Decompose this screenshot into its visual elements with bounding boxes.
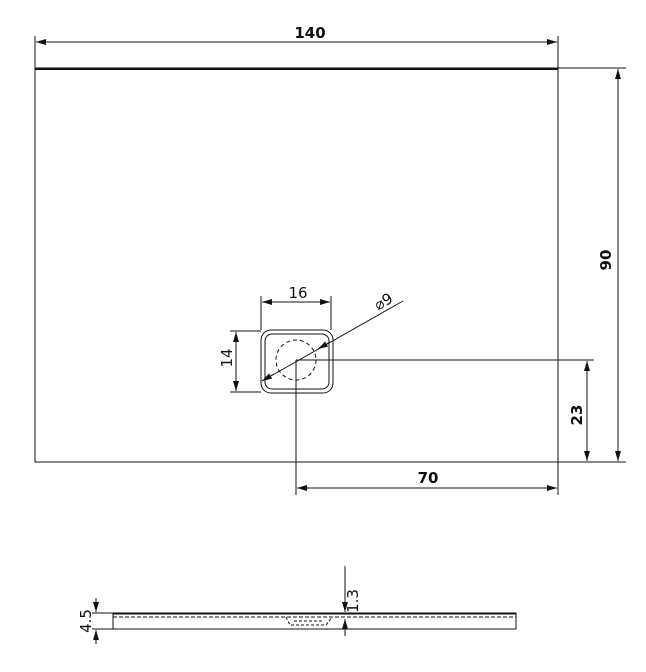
depth-dimension: 1.3 xyxy=(342,566,362,636)
drain-offset-x-label: 70 xyxy=(418,469,439,487)
drain-cover xyxy=(260,329,334,394)
drain-offset-x-dimension: 70 xyxy=(295,360,559,495)
drain-height-dimension: 14 xyxy=(218,330,261,393)
width-label: 140 xyxy=(294,24,325,42)
side-view: 4.5 1.3 xyxy=(77,566,517,644)
height-label: 90 xyxy=(597,250,615,271)
top-view: 140 90 23 70 xyxy=(34,24,626,495)
drain-offset-y-dimension: 23 xyxy=(296,359,594,461)
depth-label: 1.3 xyxy=(344,589,362,613)
drain-width-label: 16 xyxy=(288,284,307,302)
thickness-dimension: 4.5 xyxy=(77,598,113,644)
drain-width-dimension: 16 xyxy=(260,284,332,330)
drain-offset-y-label: 23 xyxy=(568,405,586,426)
drain-diameter-label: ⌀9 xyxy=(371,289,396,314)
drain-hole xyxy=(275,339,317,381)
drain xyxy=(260,329,334,394)
drain-profile xyxy=(285,616,333,626)
drain-height-label: 14 xyxy=(218,348,236,367)
tray-profile xyxy=(112,612,517,630)
thickness-label: 4.5 xyxy=(77,609,95,633)
width-dimension: 140 xyxy=(34,24,559,68)
height-dimension: 90 xyxy=(558,67,626,463)
